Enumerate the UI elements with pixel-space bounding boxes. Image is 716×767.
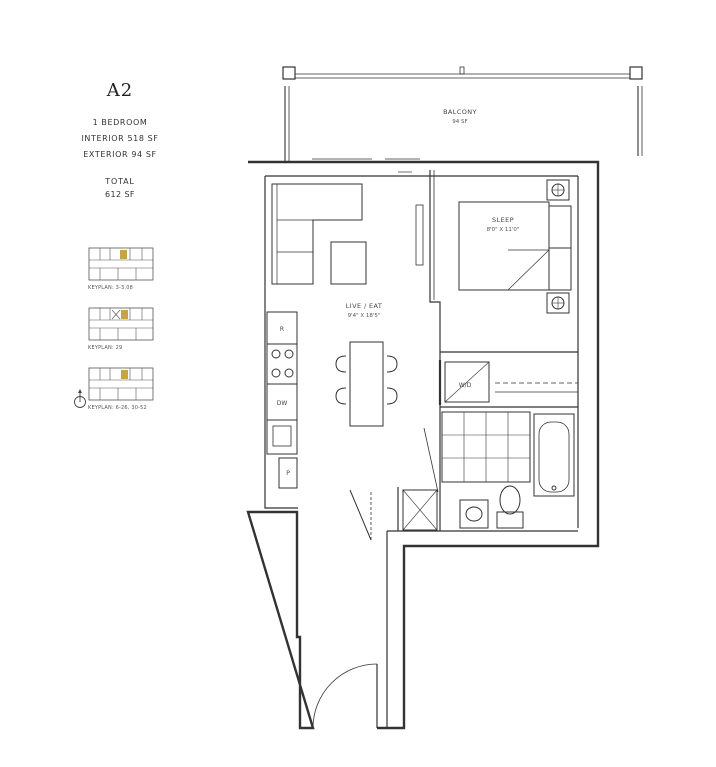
- shower: [402, 489, 438, 531]
- unit-info-panel: A2 1 BEDROOM INTERIOR 518 SF EXTERIOR 94…: [60, 80, 180, 199]
- balcony-area: 94 SF: [452, 119, 467, 125]
- pantry-label: P: [286, 470, 290, 477]
- washer-dryer: [444, 361, 490, 403]
- keyplan-3-highlight: [121, 370, 128, 379]
- keyplan-2: KEYPLAN: 29: [88, 306, 156, 351]
- chair-2: [335, 387, 347, 405]
- unit-name: A2: [106, 80, 134, 101]
- doors: [312, 360, 442, 729]
- keyplan-3: KEYPLAN: 6-26, 30-52: [88, 366, 156, 411]
- wall-mirror: [415, 204, 424, 266]
- exterior-area: EXTERIOR 94 SF: [83, 150, 157, 159]
- coffee-table: [330, 241, 367, 285]
- dining-table: [349, 341, 384, 427]
- keyplan-2-diagram: [88, 307, 154, 341]
- balcony-label: BALCONY: [443, 108, 477, 116]
- interior-area: INTERIOR 518 SF: [81, 134, 159, 143]
- keyplan-1-label: KEYPLAN: 3-3.08: [88, 285, 133, 291]
- live-eat-label: LIVE / EAT: [346, 302, 382, 310]
- chair-1: [335, 355, 347, 373]
- north-arrow-icon: [74, 389, 86, 408]
- keyplan-3-diagram: [88, 367, 154, 401]
- chair-3: [386, 355, 398, 373]
- keyplan-1: KEYPLAN: 3-3.08: [88, 246, 156, 291]
- kitchen: [266, 311, 298, 489]
- washer-dryer-label: W/D: [459, 382, 472, 389]
- live-eat-dims: 9'4" X 18'5": [348, 313, 381, 319]
- keyplan-2-label: KEYPLAN: 29: [88, 345, 123, 351]
- bathroom: [441, 411, 575, 529]
- keyplan-2-highlight: [121, 310, 128, 319]
- balcony: [282, 66, 643, 162]
- fridge-label: R: [280, 326, 284, 333]
- keyplan-3-label: KEYPLAN: 6-26, 30-52: [88, 405, 147, 411]
- dishwasher-label: DW: [277, 400, 288, 407]
- floor-plan-walls: [246, 66, 643, 730]
- sleep-dims: 8'0" X 11'0": [487, 227, 520, 233]
- total-label: TOTAL: [105, 177, 135, 186]
- chair-4: [386, 387, 398, 405]
- keyplan-1-diagram: [88, 247, 154, 281]
- bed: [458, 179, 572, 314]
- total-area: 612 SF: [105, 190, 135, 199]
- sofa: [271, 183, 363, 285]
- keyplan-1-highlight: [120, 250, 127, 259]
- sleep-label: SLEEP: [492, 216, 514, 224]
- bedroom-count: 1 BEDROOM: [92, 118, 148, 127]
